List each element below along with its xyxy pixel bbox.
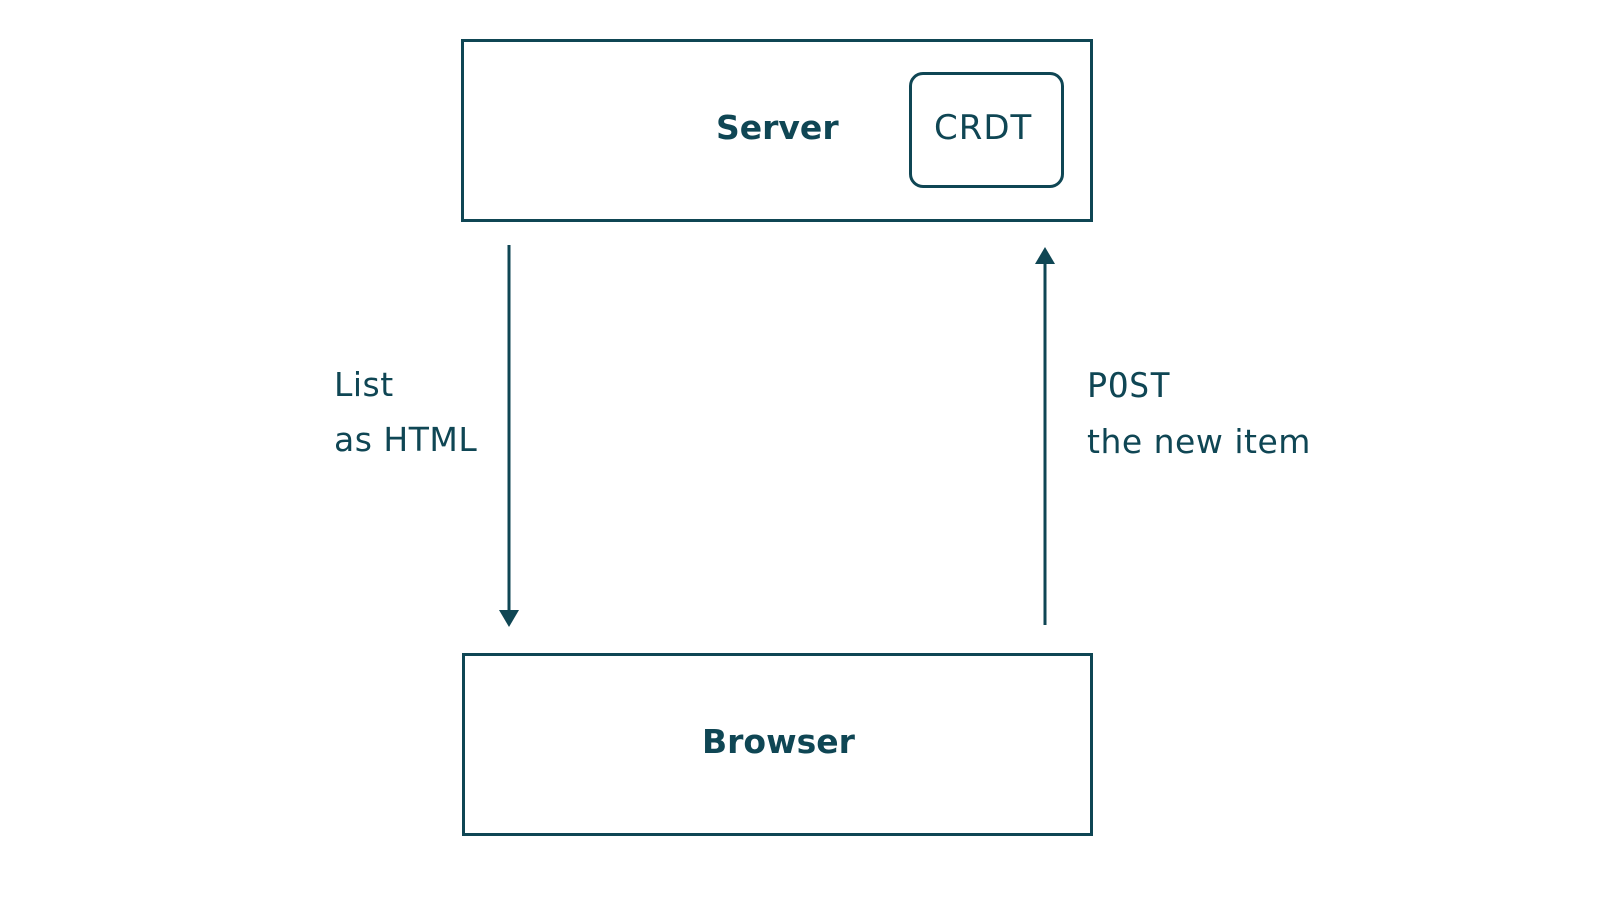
server-title: Server [716,108,839,147]
up-arrow [1035,247,1055,625]
down-arrow [499,245,519,627]
crdt-box [909,72,1064,188]
down-arrow-label-line2: as HTML [334,420,478,459]
up-arrow-label-line1: POST [1087,366,1171,406]
up-arrow-head [1035,247,1055,264]
browser-box [462,653,1093,836]
crdt-label: CRDT [934,108,1033,148]
browser-title: Browser [702,722,855,761]
down-arrow-label-line1: List [334,365,394,404]
up-arrow-label-line2: the new item [1087,422,1311,461]
down-arrow-head [499,610,519,627]
